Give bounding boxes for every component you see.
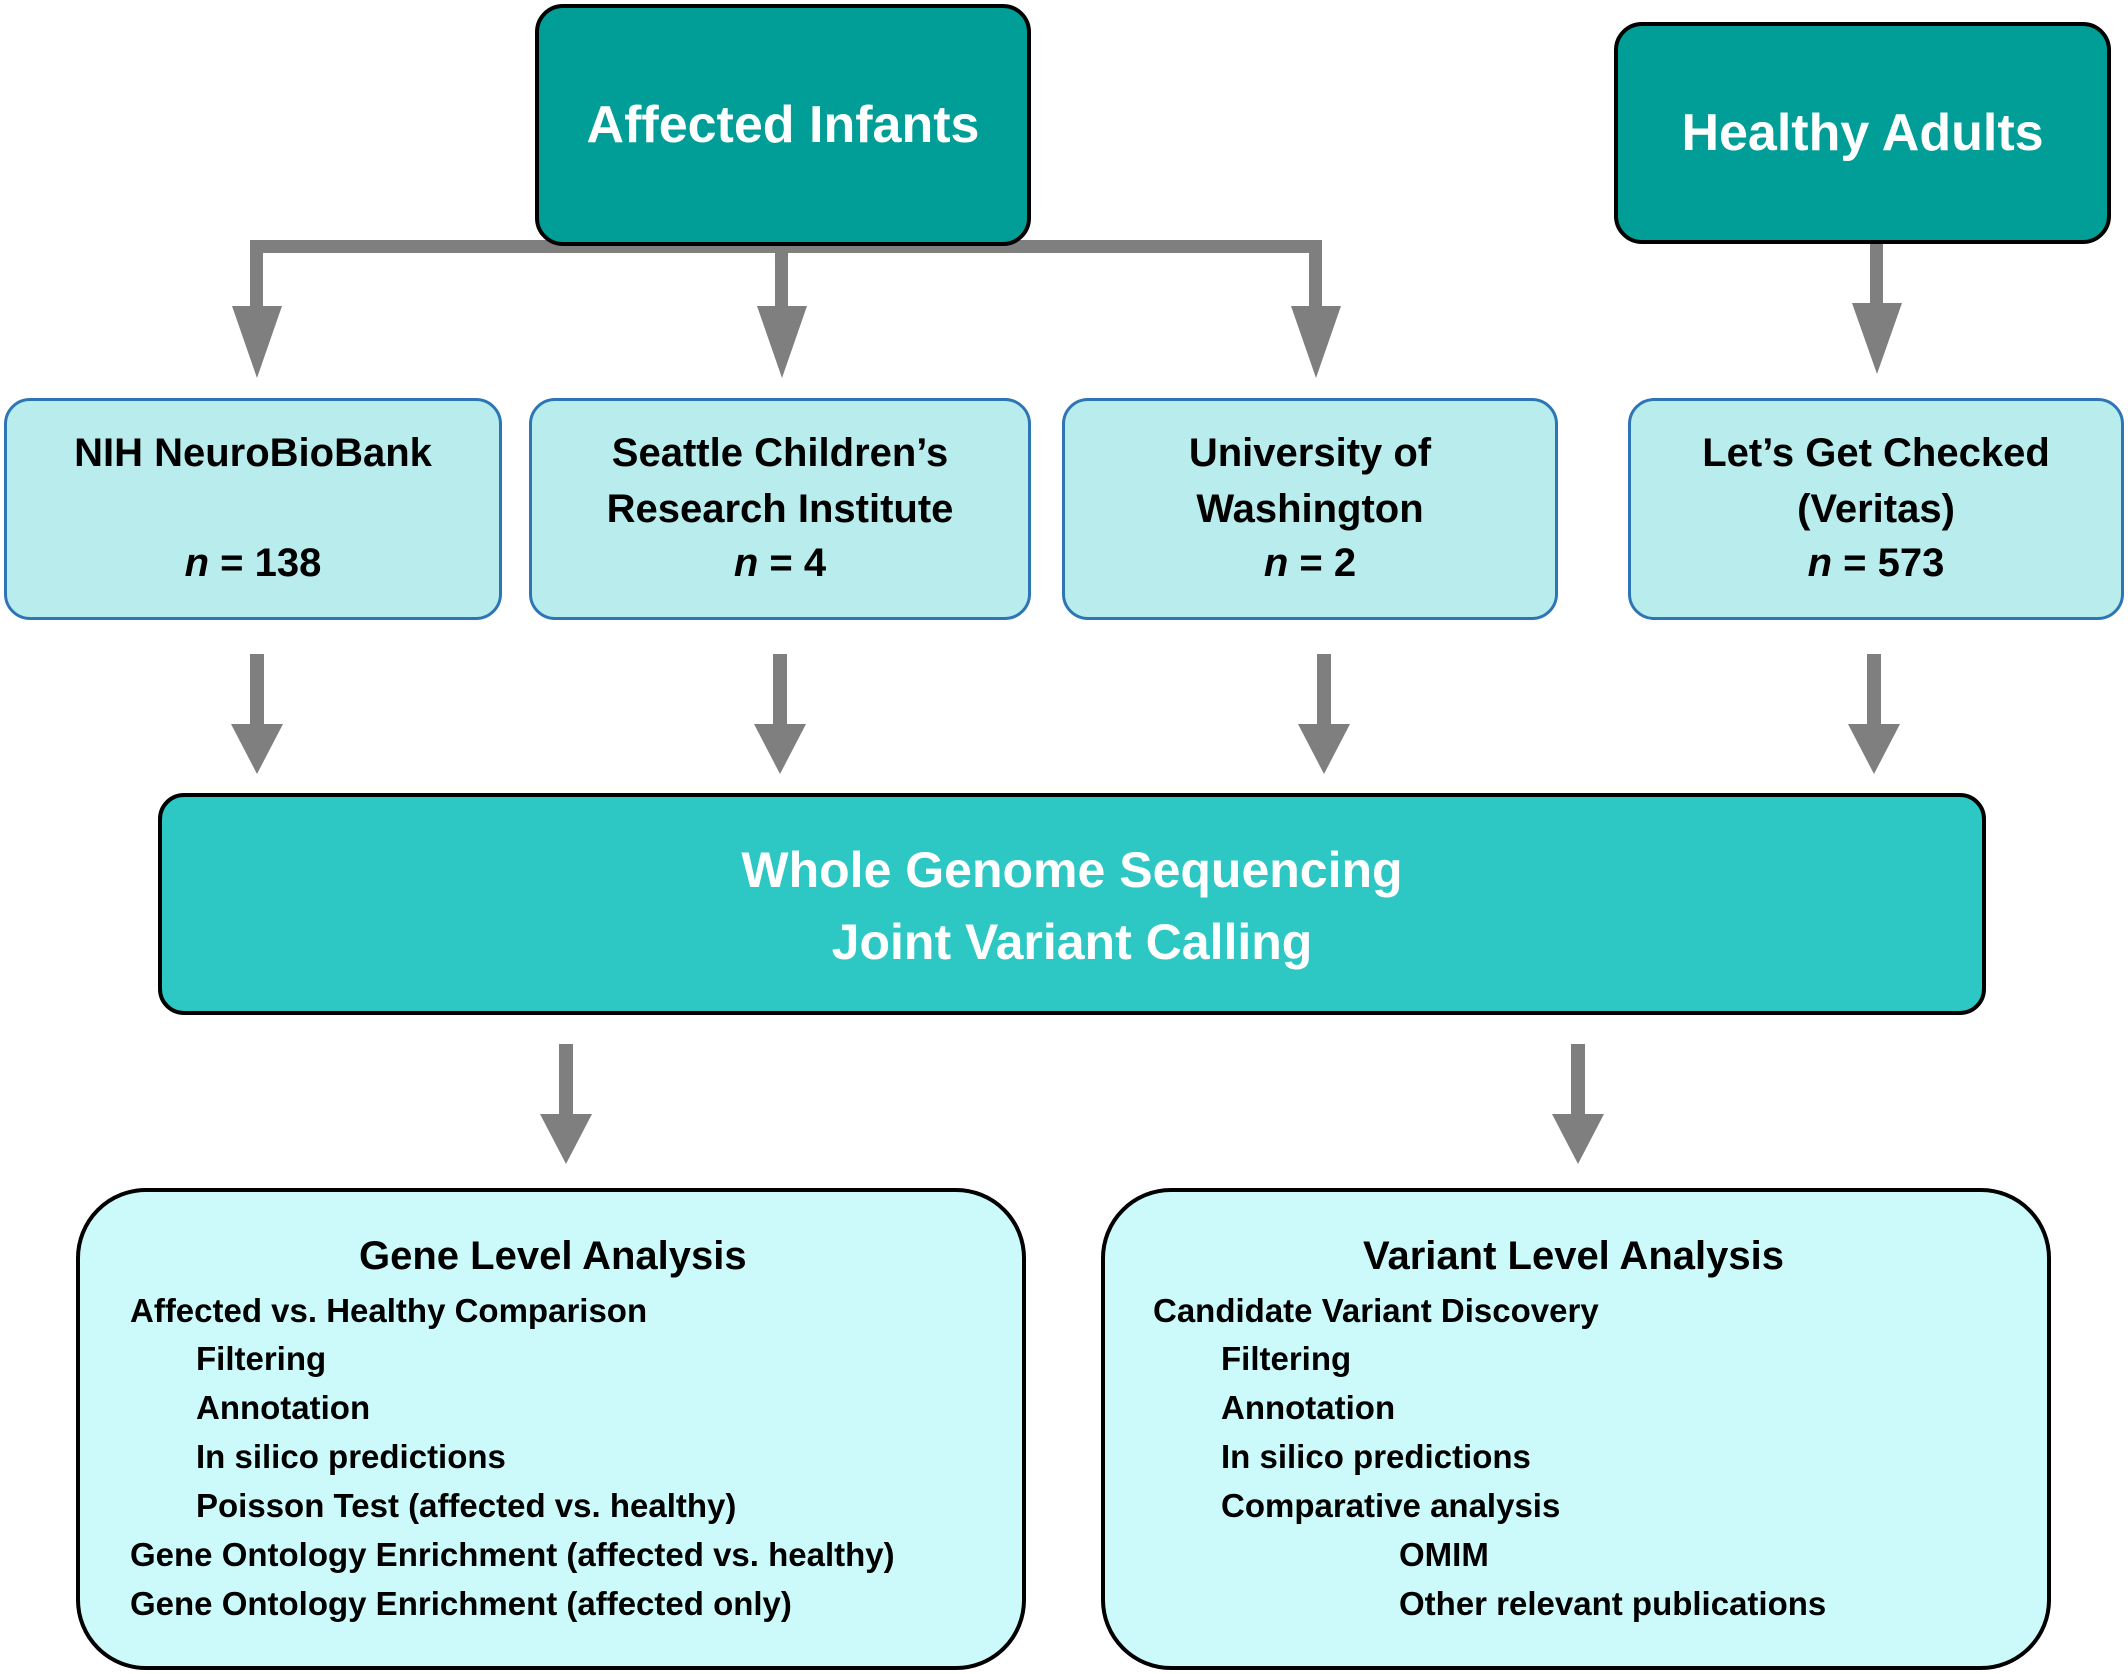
arrow-to-seattle (757, 240, 807, 378)
gene-analysis-item: Gene Ontology Enrichment (affected only) (130, 1585, 792, 1622)
source-lgc-line1: Let’s Get Checked (1702, 431, 2050, 475)
wgs-box: Whole Genome Sequencing Joint Variant Ca… (158, 793, 1986, 1015)
source-seattle-line2: Research Institute (606, 487, 954, 531)
gene-analysis-item: Filtering (196, 1340, 327, 1377)
affected-infants-box: Affected Infants (535, 4, 1031, 246)
source-nih-line1: NIH NeuroBioBank (74, 431, 432, 475)
variant-analysis-item: Filtering (1221, 1340, 1352, 1377)
variant-analysis-item: In silico predictions (1221, 1438, 1531, 1475)
arrow-uw-to-wgs (1298, 654, 1350, 774)
gene-analysis-item: In silico predictions (196, 1438, 506, 1475)
arrow-to-uw (1291, 240, 1341, 378)
arrow-nih-to-wgs (231, 654, 283, 774)
source-lgc-line2: (Veritas) (1797, 487, 1955, 531)
source-seattle-line1: Seattle Children’s (611, 431, 949, 475)
healthy-adults-box: Healthy Adults (1614, 22, 2111, 244)
gene-analysis-title: Gene Level Analysis (359, 1234, 747, 1278)
arrow-to-nih (232, 240, 282, 378)
variant-analysis-title: Variant Level Analysis (1363, 1234, 1784, 1278)
source-nih-count: n = 138 (184, 541, 322, 585)
arrow-to-letsgetchecked (1852, 244, 1902, 374)
wgs-line2: Joint Variant Calling (831, 914, 1313, 970)
variant-analysis-item: Annotation (1221, 1389, 1396, 1426)
gene-analysis-item: Affected vs. Healthy Comparison (130, 1292, 648, 1329)
arrow-seattle-to-wgs (754, 654, 806, 774)
gene-analysis-item: Annotation (196, 1389, 371, 1426)
source-uw-line2: Washington (1196, 487, 1424, 531)
gene-analysis-box: Gene Level Analysis Affected vs. Healthy… (76, 1188, 1026, 1670)
source-box-seattle: Seattle Children’s Research Institute n … (529, 398, 1031, 620)
wgs-line1: Whole Genome Sequencing (741, 842, 1403, 898)
variant-analysis-item: Comparative analysis (1221, 1487, 1561, 1524)
arrow-wgs-to-variant (1552, 1044, 1604, 1164)
source-box-nih: NIH NeuroBioBank n = 138 (4, 398, 502, 620)
variant-analysis-item: Other relevant publications (1399, 1585, 1827, 1622)
arrow-wgs-to-gene (540, 1044, 592, 1164)
source-uw-count: n = 2 (1263, 541, 1357, 585)
variant-analysis-item: Candidate Variant Discovery (1153, 1292, 1599, 1329)
source-seattle-count: n = 4 (733, 541, 827, 585)
affected-infants-label: Affected Infants (586, 96, 980, 154)
healthy-adults-label: Healthy Adults (1681, 104, 2044, 162)
variant-analysis-box: Variant Level Analysis Candidate Variant… (1101, 1188, 2051, 1670)
gene-analysis-item: Gene Ontology Enrichment (affected vs. h… (130, 1536, 895, 1573)
arrow-letsgetchecked-to-wgs (1848, 654, 1900, 774)
source-box-uw: University of Washington n = 2 (1062, 398, 1558, 620)
source-box-letsgetchecked: Let’s Get Checked (Veritas) n = 573 (1628, 398, 2124, 620)
gene-analysis-item: Poisson Test (affected vs. healthy) (196, 1487, 737, 1524)
source-lgc-count: n = 573 (1807, 541, 1945, 585)
source-uw-line1: University of (1188, 431, 1432, 475)
variant-analysis-item: OMIM (1399, 1536, 1489, 1573)
